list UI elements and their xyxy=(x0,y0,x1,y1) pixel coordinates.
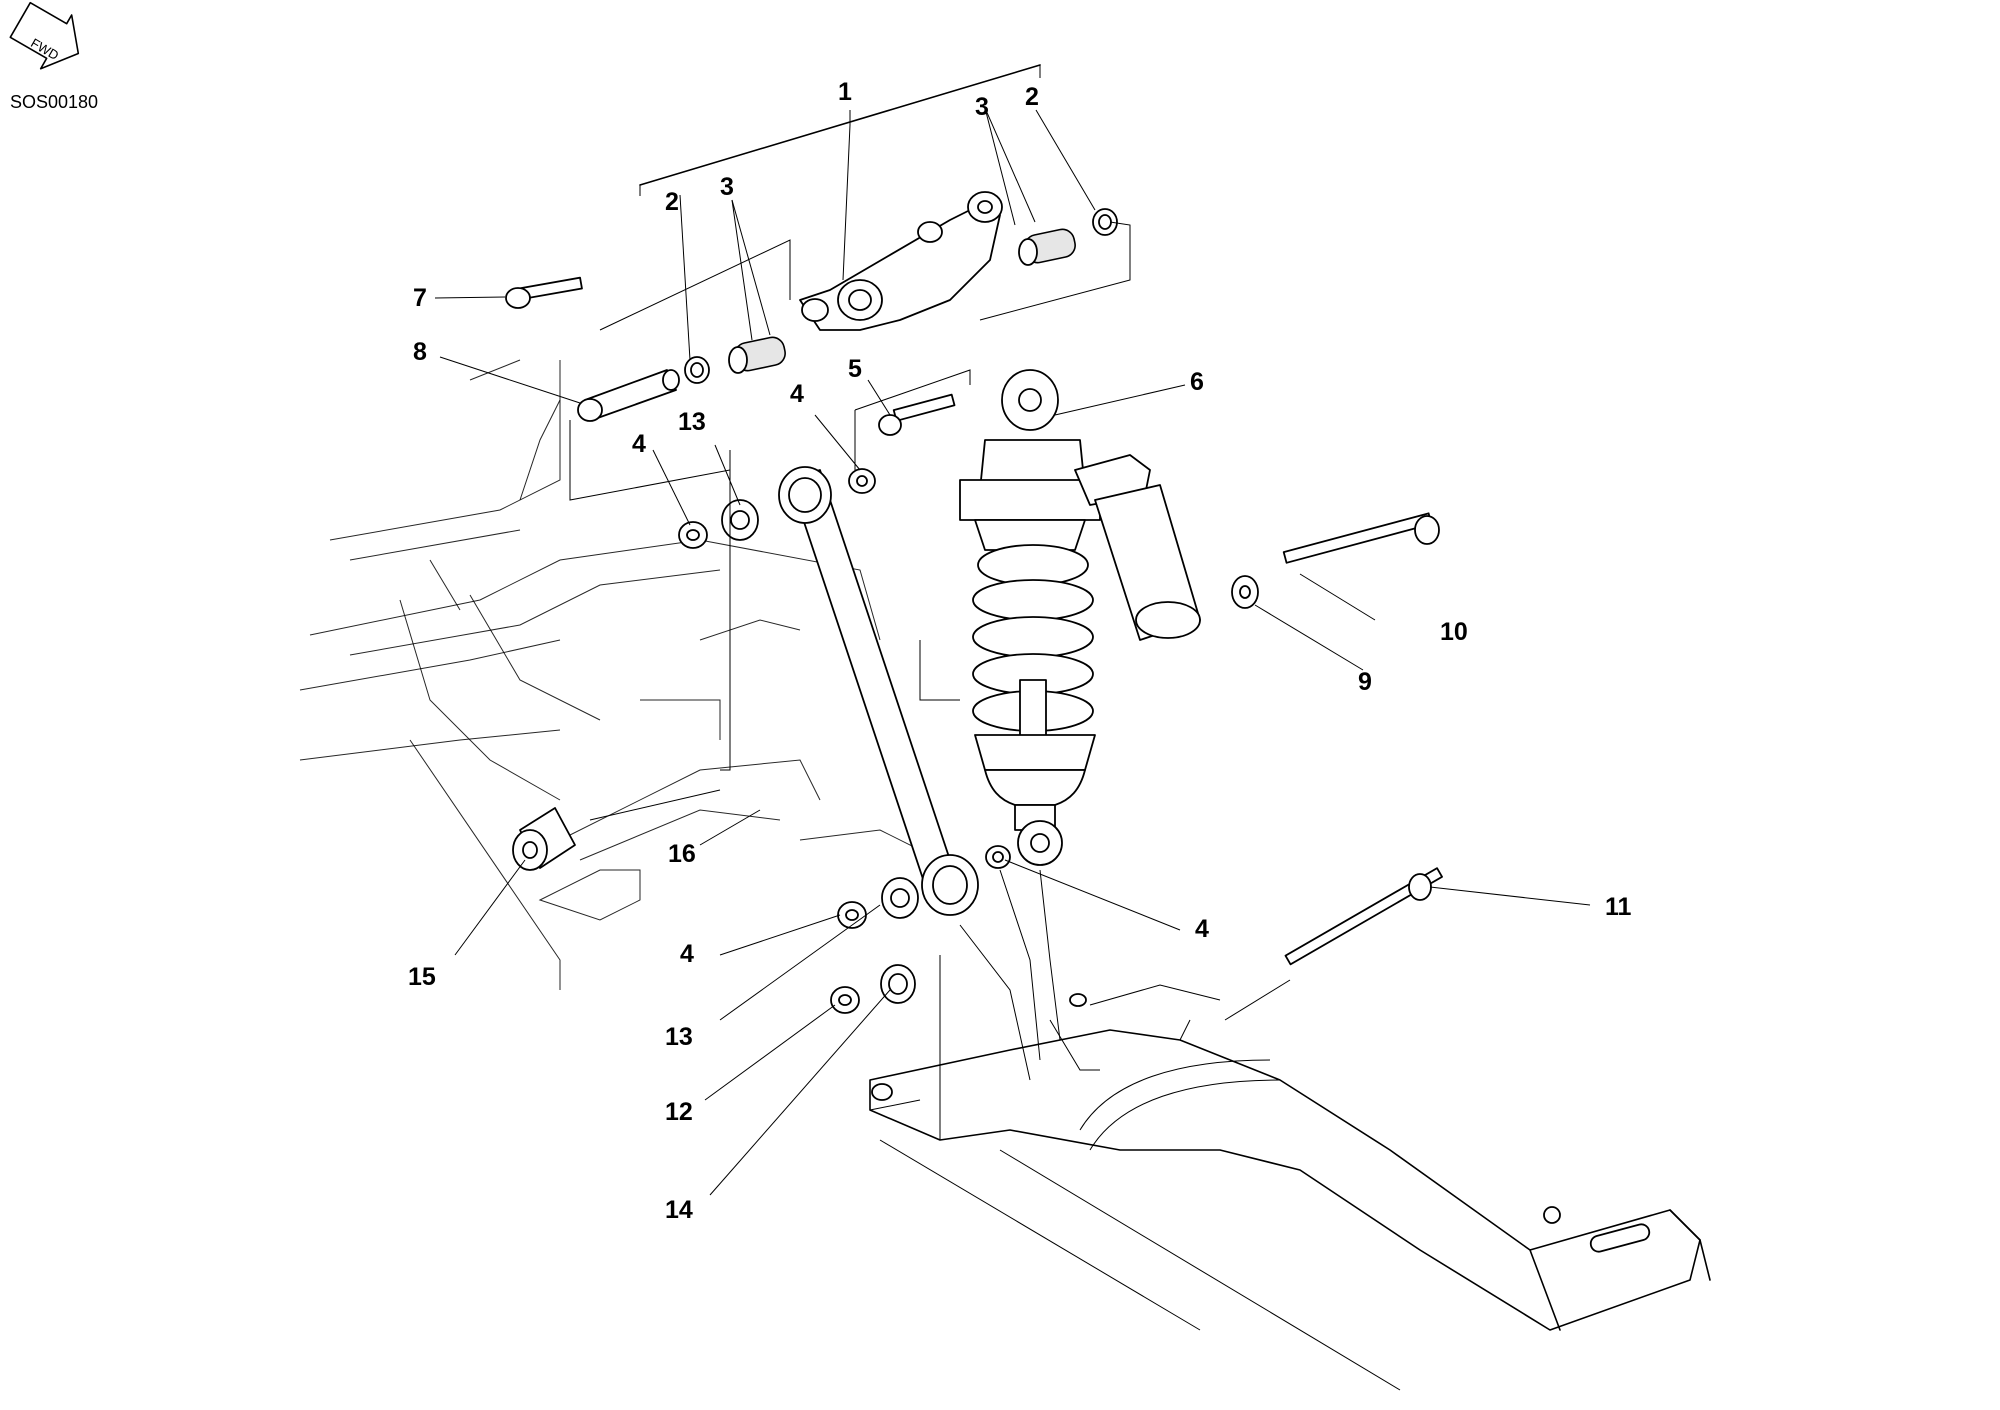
bushing-15 xyxy=(512,807,576,871)
callout-10: 10 xyxy=(1440,618,1468,646)
bushing-4-upper-left xyxy=(678,521,708,549)
coil-spring xyxy=(972,544,1094,741)
spacer-8 xyxy=(577,369,680,422)
callout-3: 3 xyxy=(720,173,734,201)
callout-14: 14 xyxy=(665,1196,693,1224)
callout-2: 2 xyxy=(1025,83,1039,111)
callout-8: 8 xyxy=(413,338,427,366)
callout-13: 13 xyxy=(678,408,706,436)
washer-2-right xyxy=(1092,208,1118,236)
bolt-7 xyxy=(505,276,583,309)
bolt-10 xyxy=(1282,512,1440,564)
linkage-rod xyxy=(778,466,979,916)
rear-frame xyxy=(299,359,941,990)
rocker-arm xyxy=(799,191,1003,331)
leader-lines xyxy=(569,64,1291,1140)
bushing-13-upper xyxy=(721,499,759,541)
callout-9: 9 xyxy=(1358,668,1372,696)
callout-16: 16 xyxy=(668,840,696,868)
direction-label: FWD xyxy=(28,35,61,63)
callout-5: 5 xyxy=(848,355,862,383)
bushing-4-upper-right xyxy=(848,468,876,494)
bearing-3-right xyxy=(1018,228,1076,266)
bolt-11 xyxy=(1284,867,1443,966)
bushing-12 xyxy=(830,986,860,1014)
callout-1: 1 xyxy=(838,78,852,106)
callout-2: 2 xyxy=(665,188,679,216)
callout-4: 4 xyxy=(1195,915,1209,943)
callout-13: 13 xyxy=(665,1023,693,1051)
callout-7: 7 xyxy=(413,284,427,312)
callout-12: 12 xyxy=(665,1098,693,1126)
callout-15: 15 xyxy=(408,963,436,991)
callout-labels: 1 2 2 3 3 4 4 4 4 5 6 7 8 9 10 11 12 13 … xyxy=(408,78,1632,1224)
callout-leaders xyxy=(434,107,1591,1196)
forward-arrow-icon: FWD xyxy=(9,1,80,70)
callout-3: 3 xyxy=(975,93,989,121)
callout-4: 4 xyxy=(790,380,804,408)
bolt-5 xyxy=(878,393,956,436)
washer-14 xyxy=(880,964,916,1004)
callout-6: 6 xyxy=(1190,368,1204,396)
figure-code: SOS00180 xyxy=(10,92,98,112)
callout-4: 4 xyxy=(632,430,646,458)
callout-11: 11 xyxy=(1605,893,1632,921)
bushing-4-lower-left xyxy=(837,901,867,929)
callout-4: 4 xyxy=(680,940,694,968)
shock-absorber xyxy=(959,369,1201,866)
washer-9 xyxy=(1231,575,1259,609)
bearing-3-left xyxy=(728,336,786,374)
washer-2-left xyxy=(684,356,710,384)
bushing-4-lower xyxy=(985,845,1011,869)
bushing-13-lower xyxy=(881,877,919,919)
swingarm xyxy=(869,984,1711,1391)
